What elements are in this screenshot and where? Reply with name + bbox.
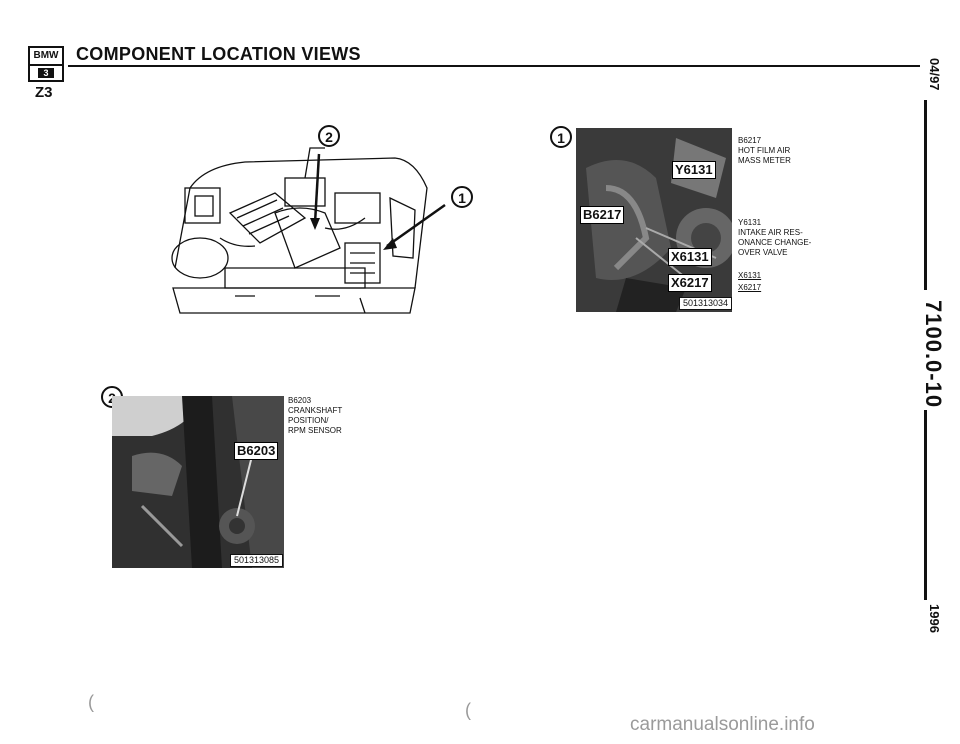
- scan-mark: (: [88, 692, 94, 712]
- figure-1-number: 1: [550, 126, 572, 148]
- date-code: 04/97: [927, 58, 942, 91]
- engine-callout-1: 1: [451, 186, 473, 208]
- legend-desc: OVER VALVE: [738, 248, 788, 257]
- legend-code: B6203: [288, 396, 312, 405]
- tag-b6217: B6217: [580, 206, 625, 224]
- figure-1-ref: 501313034: [679, 297, 732, 310]
- legend-code: B6217: [738, 136, 762, 145]
- engine-callout-2: 2: [318, 125, 340, 147]
- tag-y6131: Y6131: [672, 161, 716, 179]
- figure-2-photo: B6203 501313085: [112, 396, 284, 568]
- legend-y6131: Y6131 INTAKE AIR RES- ONANCE CHANGE- OVE…: [738, 218, 811, 258]
- legend-desc: RPM SENSOR: [288, 426, 342, 435]
- legend-b6217: B6217 HOT FILM AIR MASS METER: [738, 136, 791, 166]
- logo-series: 3: [38, 68, 54, 78]
- header-rule: [68, 65, 920, 67]
- logo-brand: BMW: [30, 48, 62, 66]
- legend-code: X6217: [738, 283, 762, 292]
- document-number: 7100.0-10: [921, 300, 946, 409]
- figure-2-photo-art: [112, 396, 284, 568]
- legend-desc: HOT FILM AIR: [738, 146, 791, 155]
- legend-x6131: X6131: [738, 271, 761, 281]
- legend-desc: ONANCE CHANGE-: [738, 238, 812, 247]
- legend-x6217: X6217: [738, 283, 761, 293]
- bmw-logo: BMW 3: [28, 46, 64, 82]
- page-title: COMPONENT LOCATION VIEWS: [76, 44, 361, 64]
- legend-desc: POSITION/: [288, 416, 329, 425]
- tag-b6203: B6203: [234, 442, 279, 460]
- legend-code: X6131: [738, 271, 762, 280]
- tag-x6131: X6131: [668, 248, 712, 266]
- watermark: carmanualsonline.info: [630, 714, 815, 735]
- engine-bay-drawing: [171, 147, 446, 314]
- margin-rule-bottom: [924, 410, 927, 600]
- year-code: 1996: [927, 604, 942, 633]
- legend-desc: CRANKSHAFT: [288, 406, 343, 415]
- legend-desc: INTAKE AIR RES-: [738, 228, 803, 237]
- tag-x6217: X6217: [668, 274, 712, 292]
- figure-2-ref: 501313085: [230, 554, 284, 567]
- legend-code: Y6131: [738, 218, 762, 227]
- legend-desc: MASS METER: [738, 156, 791, 165]
- legend-b6203: B6203 CRANKSHAFT POSITION/ RPM SENSOR: [288, 396, 342, 436]
- figure-1-photo: Y6131 B6217 X6131 X6217 501313034: [576, 128, 732, 312]
- margin-rule-top: [924, 100, 927, 290]
- scan-mark: (: [465, 700, 471, 720]
- model-label: Z3: [35, 84, 53, 101]
